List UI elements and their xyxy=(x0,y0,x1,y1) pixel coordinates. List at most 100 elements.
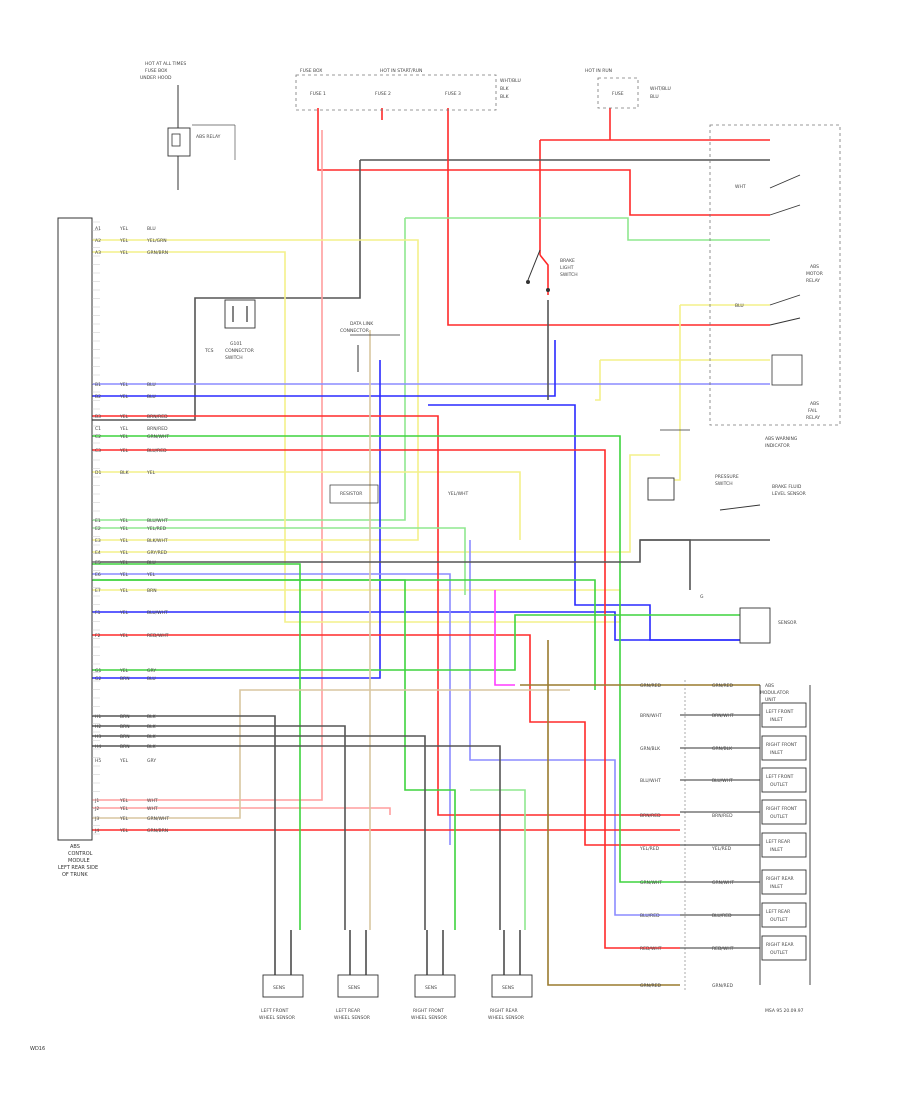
wheel-sensor-box xyxy=(414,974,456,998)
ecu-pin-wire: BLU/WHT xyxy=(147,518,168,524)
brake-switch-2: LIGHT xyxy=(560,265,574,271)
ecu-pin-code: YEL xyxy=(119,414,129,420)
ecu-pin-number: A1 xyxy=(95,226,101,232)
valve-wire-label: RED/WHT xyxy=(640,946,662,952)
solenoid-valve-box xyxy=(761,832,807,858)
mod-unit-label-1: ABS xyxy=(765,683,774,689)
top-left-fuse: HOT AT ALL TIMES FUSE BOX UNDER HOOD ABS… xyxy=(140,61,236,190)
ecu-pin-wire: BLK/WHT xyxy=(147,538,168,544)
solenoid-label-2: OUTLET xyxy=(770,950,788,956)
warn-label-1: ABS WARNING xyxy=(765,436,798,442)
ecu-pin-number: J1 xyxy=(94,798,99,804)
ecu-pin-wire: BLU xyxy=(147,676,156,682)
ecu-pin-code: YEL xyxy=(119,588,129,594)
ecu-pin-code: YEL xyxy=(119,610,129,616)
ecu-pin-wire: BLU xyxy=(147,226,156,232)
ecu-pin-number: C1 xyxy=(95,426,101,432)
hot-run-label-2: FUSE xyxy=(612,91,624,97)
ecu-pin-wire: GRN/WHT xyxy=(147,816,169,822)
ecu-pin-number: E7 xyxy=(95,588,101,594)
ecu-pin-code: YEL xyxy=(119,250,129,256)
top-wire-5: BLU xyxy=(650,94,659,100)
sensor-box-label: SENS xyxy=(502,985,514,991)
valve-wire-label: BRN/WHT xyxy=(640,713,662,719)
valve-wire-label-dup: BRN/WHT xyxy=(712,713,734,719)
valve-wire-label-dup: BLU/WHT xyxy=(712,778,733,784)
ecu-pin-number: C2 xyxy=(95,434,101,440)
abs-relay2-label-2: FAIL xyxy=(808,408,818,414)
valve-wire-label: BLU/WHT xyxy=(640,778,661,784)
sensor-box-label: SENS xyxy=(348,985,360,991)
ecu-pin-code: BRN xyxy=(120,714,130,720)
fuse-box-hot: HOT IN START/RUN xyxy=(380,68,422,74)
sensor-box-label: SENS xyxy=(425,985,437,991)
valve-wire-label: YEL/RED xyxy=(639,846,660,852)
fuse1-label: FUSE 1 xyxy=(310,91,326,97)
g-sensor-label-2: SENSOR xyxy=(778,620,797,626)
solenoid-label-2: INLET xyxy=(770,847,783,853)
valve-wire-label: BLU/RED xyxy=(640,913,660,919)
ecu-pin-wire: YEL xyxy=(146,572,156,578)
ecu-pin-wire: GRN/WHT xyxy=(147,434,169,440)
ecu-pin-code: YEL xyxy=(119,382,129,388)
sensor-label-2: WHEEL SENSOR xyxy=(259,1015,295,1021)
solenoid-label-1: LEFT FRONT xyxy=(766,774,794,780)
data-link-label-2: CONNECTOR xyxy=(340,328,369,334)
ecu-pin-wire: GRY xyxy=(147,668,156,674)
sensor-label-1: LEFT REAR xyxy=(336,1008,360,1014)
ecu-pin-wire: WHT xyxy=(147,806,158,812)
solenoid-label-1: LEFT REAR xyxy=(766,839,790,845)
warning-indicator: ABS WARNING INDICATOR PRESSURE SWITCH BR… xyxy=(329,429,806,644)
stop-wire-label: YEL/WHT xyxy=(447,491,468,497)
ecu-pin-number: H2 xyxy=(95,724,101,730)
solenoid-label-1: LEFT FRONT xyxy=(766,709,794,715)
wheel-sensor-box xyxy=(491,974,533,998)
resistor-label: RESISTOR xyxy=(340,491,362,497)
sensor-label-1: LEFT FRONT xyxy=(261,1008,289,1014)
mod-unit-label-3: UNIT xyxy=(765,697,776,703)
hot-run-label-1: HOT IN RUN xyxy=(585,68,612,74)
ecu-pin-wire: GRY xyxy=(147,758,156,764)
solenoid-label-2: INLET xyxy=(770,750,783,756)
ecu-pin-wire: WHT xyxy=(147,798,158,804)
doc-ref: MSA 95 20.09.97 xyxy=(765,1008,804,1014)
ecu-label-5: OF TRUNK xyxy=(62,872,88,878)
ecu-pin-number: E1 xyxy=(95,518,101,524)
ecu-pin-code: YEL xyxy=(119,816,129,822)
ecu-pin-number: H3 xyxy=(95,734,101,740)
abs-relay-box: WHT ABS MOTOR RELAY ABS FAIL RELAY BLU xyxy=(709,124,841,426)
top-wire-4: WHT/BLU xyxy=(650,86,671,92)
tcs-label-3: SWITCH xyxy=(225,355,243,361)
ecu-pin-number: E3 xyxy=(95,538,101,544)
ecu-label-1: ABS xyxy=(70,844,80,850)
wire-harness xyxy=(92,108,770,986)
ecu-pin-wire: BLU xyxy=(147,560,156,566)
ecu-pin-number: E2 xyxy=(95,526,101,532)
solenoid-valve-box xyxy=(761,799,807,825)
ecu-label-2: CONTROL xyxy=(68,851,93,857)
ecu-pin-number: D1 xyxy=(95,470,101,476)
brake-light-switch: BRAKE LIGHT SWITCH xyxy=(526,249,578,292)
warn-label-2: INDICATOR xyxy=(765,443,790,449)
relay-label: ABS RELAY xyxy=(196,134,221,140)
solenoid-label-2: INLET xyxy=(770,717,783,723)
ecu-pin-wire: BLU xyxy=(147,394,156,400)
ecu-pin-code: YEL xyxy=(119,448,129,454)
tcs-label-2: CONNECTOR xyxy=(225,348,254,354)
ecu-pin-wire: BLU/RED xyxy=(147,448,167,454)
fuse-left-label-1: HOT AT ALL TIMES xyxy=(145,61,186,67)
abs-relay1-label-2: MOTOR xyxy=(806,271,823,277)
ecu-pin-code: YEL xyxy=(119,758,129,764)
ecu-pin-number: F2 xyxy=(95,633,101,639)
ecu-pin-code: YEL xyxy=(119,238,129,244)
ecu-pin-code: YEL xyxy=(119,806,129,812)
valve-wire-label: GRN/BLK xyxy=(640,746,661,752)
ecu-pin-code: BRN xyxy=(120,744,130,750)
tcs-label-1: TCS xyxy=(204,348,214,354)
ecu-pin-number: B2 xyxy=(95,394,101,400)
ecu-pin-code: BRN xyxy=(120,734,130,740)
